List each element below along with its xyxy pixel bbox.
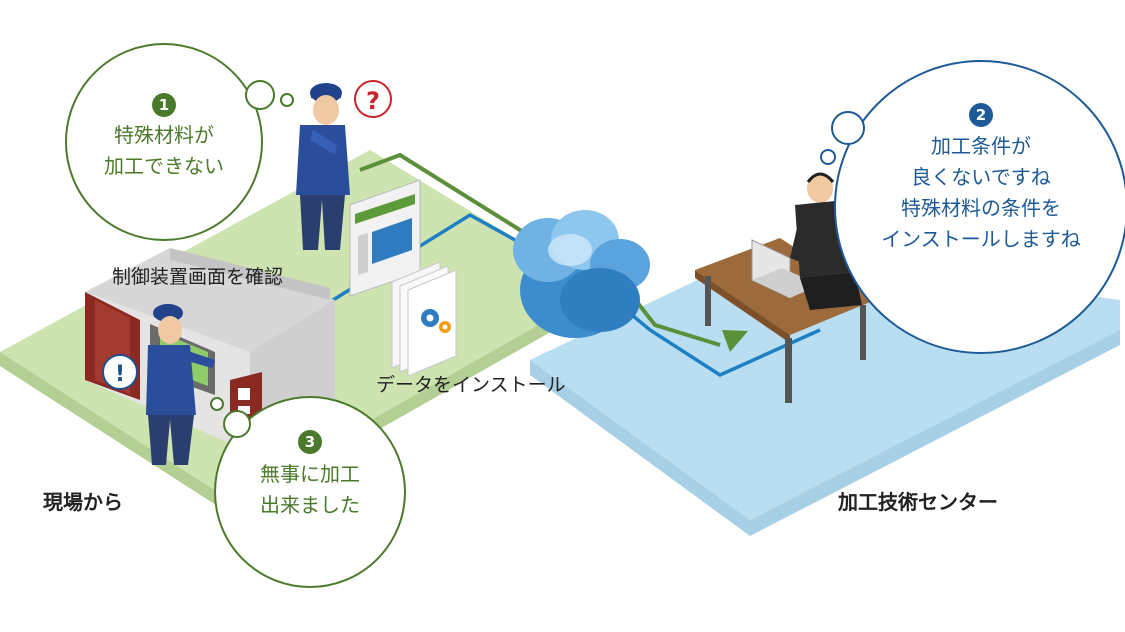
center-label: 加工技術センター [838,490,998,514]
site-label: 現場から [43,490,123,514]
control-screen-panel [349,179,421,297]
bubble-2-text: 加工条件が 良くないですね 特殊材料の条件を インストールしますね [850,131,1112,255]
screen-check-label: 制御装置画面を確認 [112,266,284,288]
data-document-icon [391,261,457,377]
exclamation-icon: ! [102,354,138,390]
worker-thinking [296,83,350,250]
bubble-1-text: 特殊材料が 加工できない [74,120,254,182]
bubble-2-line-2: 良くないですね [911,165,1051,189]
bubble-3-line-1: 無事に加工 [260,462,360,486]
thought-bubble-2 [820,60,1125,354]
cloud-icon [513,210,650,338]
worker-at-machine [146,304,215,465]
install-data-label: データをインストール [376,374,566,396]
bubble-2-line-1: 加工条件が [931,134,1031,158]
thought-bubble-1 [65,43,294,241]
step-3-badge: 3 [298,430,322,454]
thought-bubble-3 [210,396,406,588]
green-arrow-head [722,330,748,352]
bubble-2-line-4: インストールしますね [881,227,1081,251]
bubble-1-line-2: 加工できない [104,154,224,178]
question-mark-text: ? [366,87,380,115]
bubble-3-text: 無事に加工 出来ました [230,459,390,521]
step-2-badge: 2 [969,103,993,127]
step-1-badge: 1 [152,93,176,117]
bubble-1-line-1: 特殊材料が [114,123,214,147]
bubble-3-line-2: 出来ました [260,493,360,517]
bubble-2-line-3: 特殊材料の条件を [901,196,1061,220]
exclamation-mark-text: ! [115,362,125,387]
laptop [751,239,820,299]
question-icon: ? [354,80,392,118]
